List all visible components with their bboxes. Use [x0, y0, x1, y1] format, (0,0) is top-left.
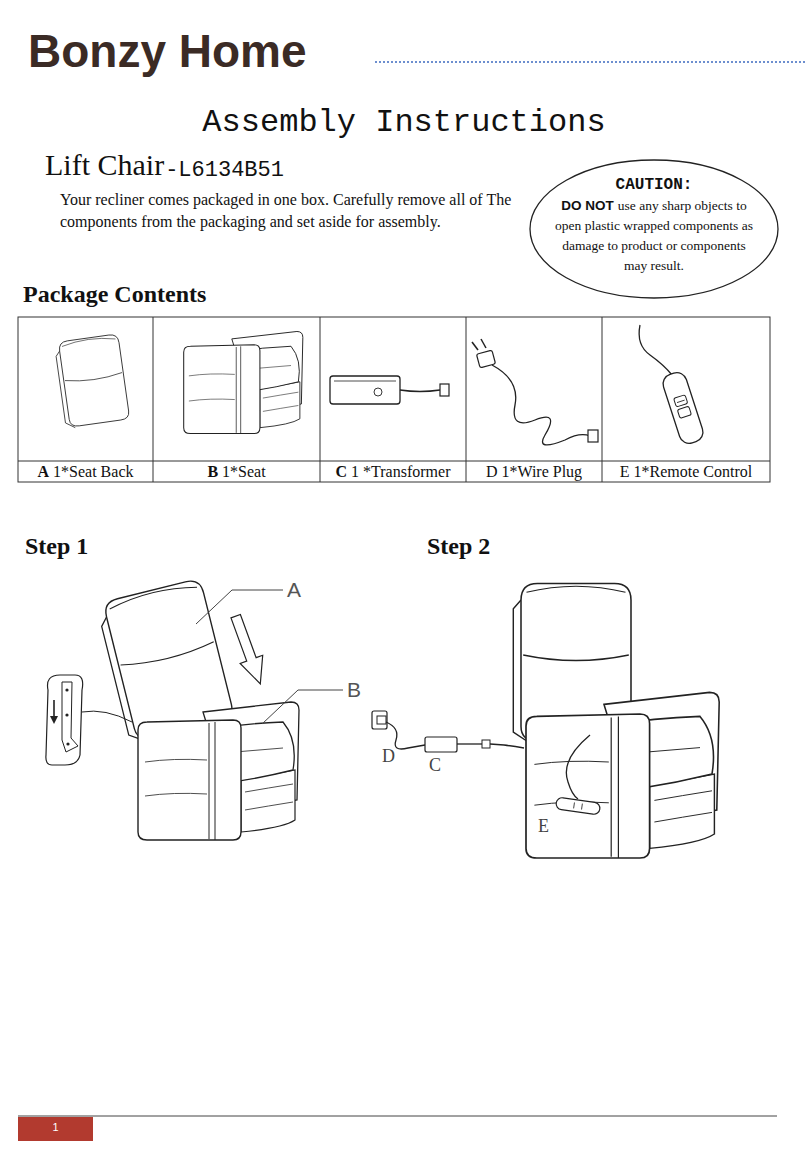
table-cell: E 1*Remote Control — [602, 461, 770, 482]
part-name: E 1*Remote Control — [620, 463, 752, 481]
caution-emphasis: DO NOT — [561, 198, 614, 213]
part-letter: A — [38, 463, 50, 481]
product-name: Lift Chair — [45, 148, 164, 182]
callout-letter: B — [347, 678, 361, 702]
part-letter: B — [207, 463, 218, 481]
part-name: 1 *Transformer — [351, 463, 450, 481]
table-cell: A1*Seat Back — [18, 461, 153, 482]
caution-heading: CAUTION: — [555, 174, 753, 196]
step-heading: Step 2 — [427, 533, 490, 560]
brand-logo: Bonzy Home — [28, 24, 307, 78]
part-letter: C — [336, 463, 348, 481]
part-name: 1*Seat — [222, 463, 266, 481]
page-title: Assembly Instructions — [0, 104, 808, 141]
part-name: 1*Seat Back — [53, 463, 133, 481]
section-heading: Package Contents — [23, 281, 206, 308]
callout-letter: A — [287, 578, 301, 602]
table-cell: D 1*Wire Plug — [466, 461, 602, 482]
step-heading: Step 1 — [25, 533, 88, 560]
caution-ellipse: CAUTION:DO NOTuse any sharp objects to o… — [528, 158, 780, 300]
part-name: D 1*Wire Plug — [486, 463, 582, 481]
table-cell: C1 *Transformer — [320, 461, 466, 482]
callout-letter: D — [382, 746, 395, 767]
callout-letter: E — [538, 816, 549, 837]
intro-text: Your recliner comes packaged in one box.… — [60, 189, 512, 233]
callout-letter: C — [429, 755, 441, 776]
model-number: -L6134B51 — [165, 158, 284, 183]
page-number: 1 — [18, 1121, 93, 1133]
table-cell: B1*Seat — [153, 461, 320, 482]
